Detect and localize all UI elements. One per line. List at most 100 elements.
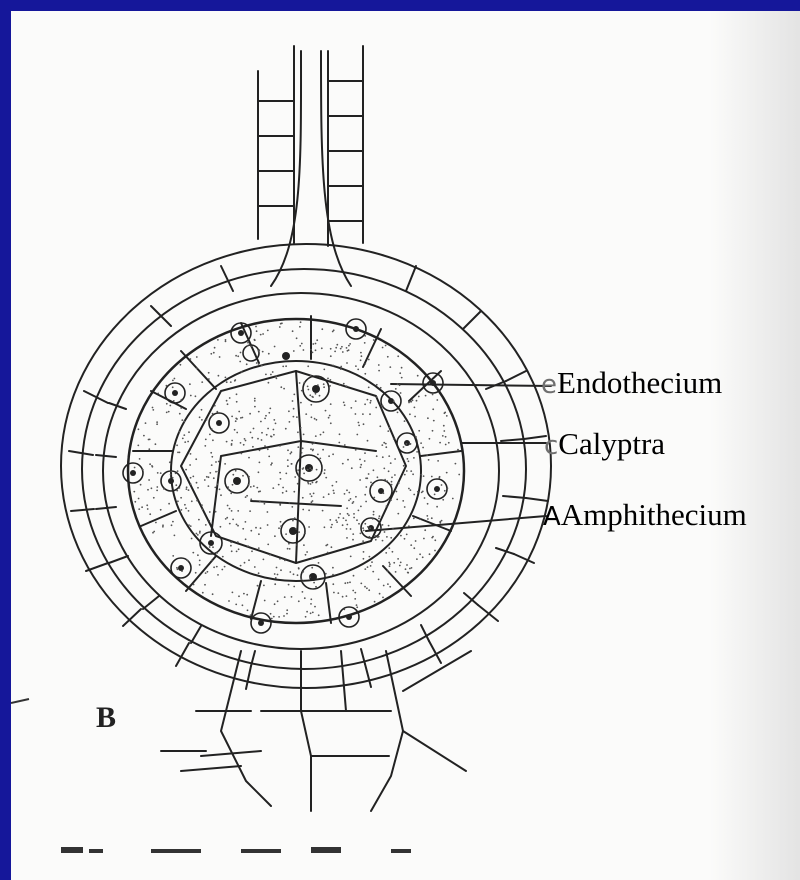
stipple-dot [363, 551, 365, 553]
stipple-dot [333, 592, 335, 594]
stipple-dot [215, 471, 217, 473]
stipple-dot [302, 581, 304, 583]
stipple-dot [323, 496, 325, 498]
stipple-dot [180, 497, 182, 499]
stipple-dot [303, 467, 305, 469]
stipple-dot [296, 416, 298, 418]
stipple-dot [291, 463, 293, 465]
stipple-dot [320, 472, 322, 474]
stipple-dot [367, 526, 369, 528]
stipple-dot [311, 567, 313, 569]
stipple-dot [351, 467, 353, 469]
stipple-dot [196, 482, 198, 484]
stipple-dot [217, 339, 219, 341]
stipple-dot [352, 539, 354, 541]
stipple-dot [308, 389, 310, 391]
stipple-dot [375, 407, 377, 409]
stipple-dot [428, 459, 430, 461]
stipple-dot [201, 504, 203, 506]
stipple-dot [457, 449, 459, 451]
stipple-dot [211, 464, 213, 466]
stipple-dot [187, 560, 189, 562]
stipple-dot [275, 577, 277, 579]
stipple-dot [413, 457, 415, 459]
stipple-dot [338, 517, 340, 519]
stipple-dot [199, 560, 201, 562]
stipple-dot [432, 394, 434, 396]
label-text-calyptra: Calyptra [558, 426, 665, 461]
stipple-dot [350, 528, 352, 530]
stipple-dot [285, 473, 287, 475]
stipple-dot [372, 484, 374, 486]
stipple-dot [375, 535, 377, 537]
stipple-dot [366, 587, 368, 589]
stipple-dot [134, 501, 136, 503]
stipple-dot [369, 413, 371, 415]
stipple-dot [378, 579, 380, 581]
stipple-dot [220, 494, 222, 496]
stipple-dot [367, 566, 369, 568]
stipple-dot [227, 505, 229, 507]
stipple-dot [260, 334, 262, 336]
stipple-dot [231, 510, 233, 512]
stipple-dot [267, 544, 269, 546]
stipple-dot [315, 435, 317, 437]
stipple-dot [303, 544, 305, 546]
stipple-dot [397, 383, 399, 385]
stipple-dot [398, 482, 400, 484]
stipple-dot [268, 412, 270, 414]
stipple-dot [172, 555, 174, 557]
stipple-dot [374, 601, 376, 603]
stipple-dot [354, 592, 356, 594]
stipple-dot [312, 352, 314, 354]
stipple-dot [349, 581, 351, 583]
stipple-dot [169, 405, 171, 407]
stipple-dot [375, 539, 377, 541]
stipple-dot [318, 562, 320, 564]
stipple-dot [308, 526, 310, 528]
stipple-dot [228, 600, 230, 602]
stipple-dot [243, 444, 245, 446]
stipple-dot [418, 396, 420, 398]
stipple-dot [358, 422, 360, 424]
stipple-dot [211, 559, 213, 561]
label-letter-e: e [541, 370, 557, 400]
stipple-dot [247, 545, 249, 547]
stipple-dot [355, 400, 357, 402]
stipple-dot [346, 362, 348, 364]
stipple-dot [293, 416, 295, 418]
stipple-dot [444, 412, 446, 414]
stipple-dot [152, 532, 154, 534]
stipple-dot [220, 526, 222, 528]
stipple-dot [299, 382, 301, 384]
stipple-dot [394, 458, 396, 460]
stipple-dot [322, 510, 324, 512]
stipple-dot [140, 484, 142, 486]
stipple-dot [271, 436, 273, 438]
stipple-dot [162, 524, 164, 526]
stipple-dot [376, 396, 378, 398]
stipple-dot [378, 364, 380, 366]
stipple-dot [352, 533, 354, 535]
stipple-dot [406, 443, 408, 445]
stipple-dot [335, 519, 337, 521]
stipple-dot [419, 518, 421, 520]
stipple-dot [264, 503, 266, 505]
stipple-dot [343, 383, 345, 385]
stipple-dot [255, 527, 257, 529]
stipple-dot [237, 541, 239, 543]
stipple-dot [235, 420, 237, 422]
stipple-dot [355, 365, 357, 367]
stipple-dot [344, 444, 346, 446]
stipple-dot [218, 461, 220, 463]
stipple-dot [364, 523, 366, 525]
stipple-dot [377, 476, 379, 478]
stipple-dot [410, 401, 412, 403]
stipple-dot [276, 567, 278, 569]
stipple-dot [289, 548, 291, 550]
stipple-dot [188, 524, 190, 526]
stipple-dot [404, 506, 406, 508]
stipple-dot [311, 501, 313, 503]
stipple-dot [389, 391, 391, 393]
stipple-dot [179, 431, 181, 433]
